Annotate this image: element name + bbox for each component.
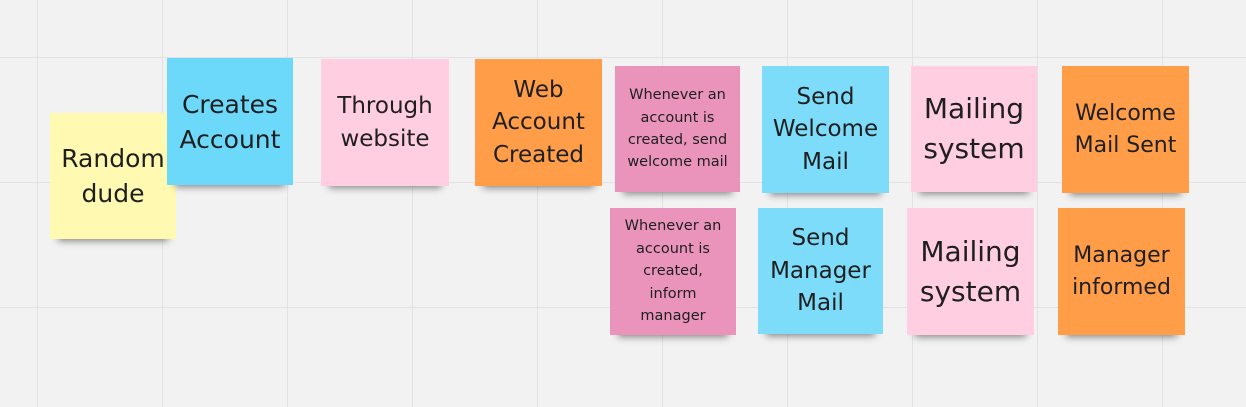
sticky-note-text: Web Account Created: [492, 76, 585, 168]
sticky-note-text: Mailing system: [923, 92, 1025, 165]
sticky-note-text: Manager informed: [1072, 242, 1171, 300]
sticky-note-through-website[interactable]: Through website: [321, 59, 449, 186]
sticky-note-text: Creates Account: [179, 89, 281, 154]
sticky-note-mailing-system-welcome[interactable]: Mailing system: [911, 66, 1037, 192]
sticky-note-text: Send Welcome Mail: [772, 83, 879, 175]
sticky-note-web-account-created[interactable]: Web Account Created: [475, 59, 602, 186]
sticky-note-text: Mailing system: [919, 234, 1022, 308]
sticky-note-text: Send Manager Mail: [770, 225, 871, 317]
sticky-note-send-welcome-mail[interactable]: Send Welcome Mail: [762, 66, 889, 193]
sticky-note-inform-manager-rule[interactable]: Whenever an account is created, inform m…: [610, 208, 736, 335]
sticky-note-welcome-mail-sent[interactable]: Welcome Mail Sent: [1062, 66, 1189, 193]
sticky-note-random-dude[interactable]: Random dude: [50, 113, 176, 239]
sticky-note-text: Whenever an account is created, inform m…: [624, 218, 722, 325]
sticky-note-text: Random dude: [61, 144, 165, 208]
sticky-note-text: Whenever an account is created, send wel…: [627, 87, 728, 171]
sticky-note-mailing-system-manager[interactable]: Mailing system: [907, 208, 1034, 335]
sticky-note-welcome-mail-rule[interactable]: Whenever an account is created, send wel…: [615, 66, 740, 192]
sticky-note-text: Welcome Mail Sent: [1074, 100, 1177, 158]
sticky-note-send-manager-mail[interactable]: Send Manager Mail: [758, 208, 883, 334]
sticky-note-manager-informed[interactable]: Manager informed: [1058, 208, 1185, 335]
sticky-note-creates-account[interactable]: Creates Account: [167, 58, 293, 185]
sticky-note-text: Through website: [337, 92, 433, 152]
